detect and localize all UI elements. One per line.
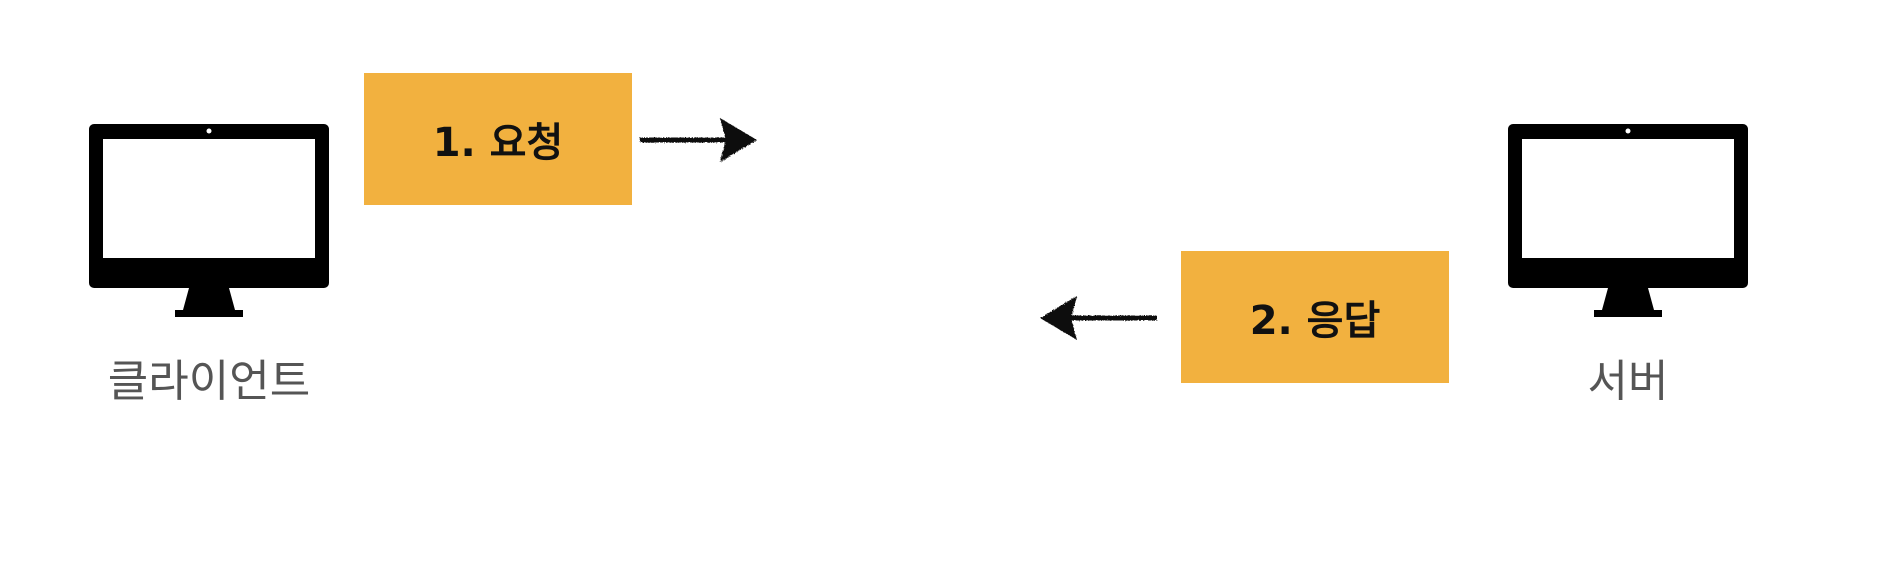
server-monitor-icon [1508,124,1748,318]
response-label: 2. 응답 [1249,298,1381,344]
server-label: 서버 [1587,356,1669,407]
request-box: 1. 요청 [364,73,632,205]
response-box: 2. 응답 [1181,251,1449,383]
request-arrow-icon [640,118,757,162]
client-monitor-icon [89,124,329,318]
response-arrow-icon [1040,296,1157,340]
client-label: 클라이언트 [107,356,311,407]
request-label: 1. 요청 [432,120,564,166]
